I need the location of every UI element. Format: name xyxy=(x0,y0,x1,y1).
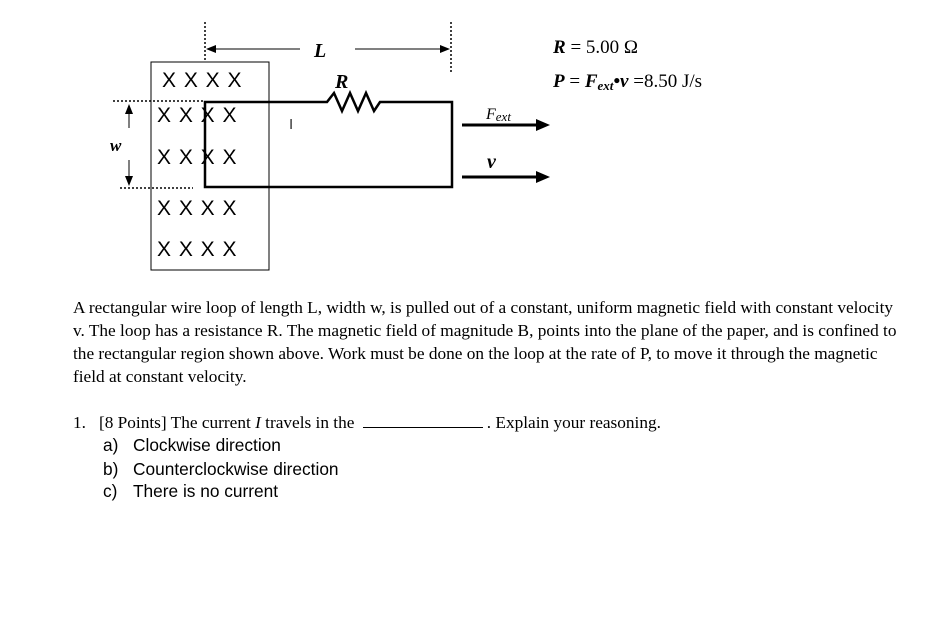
fext-arrowhead xyxy=(536,119,550,131)
label-I: I xyxy=(289,116,293,133)
field-row-5: X X X X xyxy=(157,238,238,261)
eq-P-eq: = xyxy=(564,71,585,92)
option-c[interactable]: c) There is no current xyxy=(103,481,278,502)
eq-R-rest: = 5.00 Ω xyxy=(565,37,639,58)
option-b-text: Counterclockwise direction xyxy=(133,459,339,479)
equation-power: P = Fext•v =8.50 J/s xyxy=(553,71,702,94)
dim-L-arrowhead-right xyxy=(440,45,450,53)
option-b-letter: b) xyxy=(103,459,119,479)
field-row-1: X X X X xyxy=(162,69,243,92)
label-v: v xyxy=(487,151,497,173)
question-number: 1. xyxy=(73,413,86,432)
option-b[interactable]: b) Counterclockwise direction xyxy=(103,459,339,480)
question-text-after: . Explain your reasoning. xyxy=(486,413,661,432)
field-row-2: X X X X xyxy=(157,104,238,127)
label-w: w xyxy=(110,136,122,155)
magnetic-field-region xyxy=(150,61,270,271)
question-text-mid: travels in the xyxy=(260,413,359,432)
problem-description: A rectangular wire loop of length L, wid… xyxy=(73,298,897,386)
equation-resistance: R = 5.00 Ω xyxy=(553,37,638,59)
eq-P-dotv: •v xyxy=(613,71,629,92)
question-var-I: I xyxy=(255,413,261,432)
dim-w-arrowhead-up xyxy=(125,104,133,114)
option-a[interactable]: a) Clockwise direction xyxy=(103,435,281,456)
circuit-figure: X X X X X X X X X X X X X X X X X X X X … xyxy=(110,22,550,271)
option-a-letter: a) xyxy=(103,435,119,455)
label-Fext: Fext xyxy=(485,106,511,124)
question-1: 1. [8 Points] The current I travels in t… xyxy=(73,411,661,434)
option-c-letter: c) xyxy=(103,481,118,501)
answer-blank[interactable] xyxy=(362,413,483,428)
dim-w-arrowhead-down xyxy=(125,176,133,186)
eq-R-var: R xyxy=(553,37,566,58)
label-L: L xyxy=(313,40,326,62)
v-arrowhead xyxy=(536,171,550,183)
question-text-before: [8 Points] The current xyxy=(98,413,256,432)
dim-L-arrowhead-left xyxy=(206,45,216,53)
eq-P-F: F xyxy=(584,71,598,92)
label-R: R xyxy=(334,71,348,93)
option-a-text: Clockwise direction xyxy=(133,435,281,455)
option-c-text: There is no current xyxy=(133,481,279,501)
wire-loop xyxy=(203,89,454,189)
eq-P-rest: =8.50 J/s xyxy=(628,71,703,92)
eq-P-var: P xyxy=(553,71,565,92)
field-row-4: X X X X xyxy=(157,197,238,220)
field-row-3: X X X X xyxy=(157,146,238,169)
eq-P-sub: ext xyxy=(597,78,614,93)
